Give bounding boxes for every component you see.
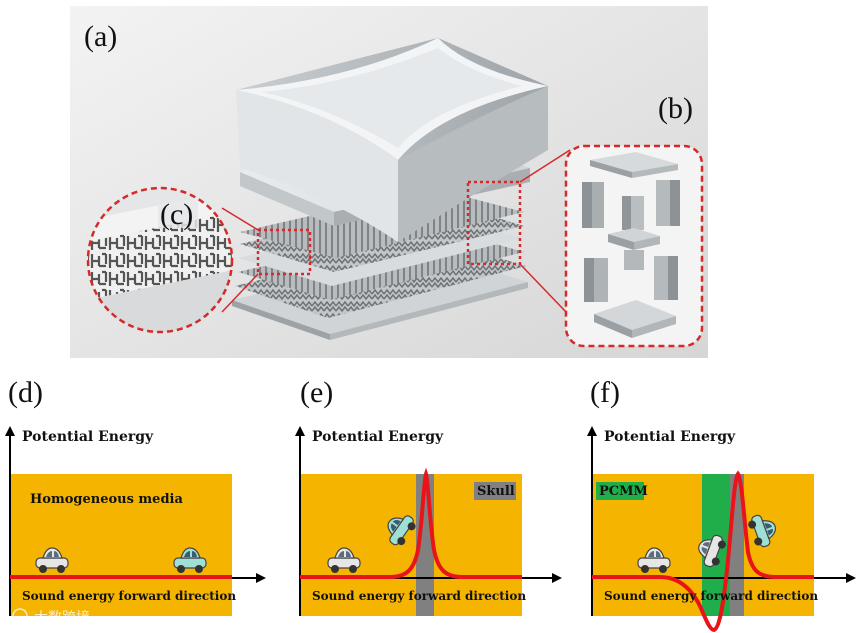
graph-f-axis-title: Potential Energy <box>604 429 736 445</box>
graph-f: (f) Potential Energy PCMM <box>587 376 856 633</box>
car-icon <box>637 547 671 573</box>
graph-d-axis-title: Potential Energy <box>22 429 154 445</box>
zoom-callout-b: (b) <box>519 92 704 348</box>
graph-e: (e) Potential Energy Skull Sound energy … <box>295 376 562 616</box>
graph-e-direction: Sound energy forward direction <box>312 589 526 603</box>
selection-box-b <box>466 180 522 266</box>
graph-d: (d) Potential Energy Homogeneous media S… <box>5 376 266 616</box>
graph-f-direction: Sound energy forward direction <box>604 589 818 603</box>
car-icon <box>327 547 361 573</box>
panel-label-d: (d) <box>8 376 43 409</box>
graph-e-axis-title: Potential Energy <box>312 429 444 445</box>
skull-tag-box <box>474 482 516 500</box>
graph-d-tag: Homogeneous media <box>30 492 183 507</box>
zoom-callout-c: (c) <box>86 186 259 334</box>
graph-f-tag: PCMM <box>599 484 648 499</box>
panel-label-e: (e) <box>300 376 333 409</box>
panel-label-b: (b) <box>658 92 693 125</box>
pcmm-tag-box <box>596 482 644 500</box>
panel-label-f: (f) <box>590 376 620 409</box>
graph-e-energy-line <box>300 467 522 579</box>
panel-label-a: (a) <box>84 20 117 53</box>
car-icon <box>698 534 726 568</box>
render-photo: (c) <box>70 6 708 358</box>
car-icon <box>748 514 777 548</box>
watermark-text: 大数跨境 <box>34 610 90 626</box>
panel-label-c: (c) <box>160 198 193 231</box>
graph-d-direction: Sound energy forward direction <box>22 589 236 603</box>
selection-box-c <box>256 228 312 276</box>
zoom-circle <box>86 186 234 334</box>
car-icon <box>387 515 416 546</box>
watermark-logo-icon <box>12 608 28 624</box>
car-icon <box>35 547 69 573</box>
graph-f-energy-line <box>592 470 814 633</box>
watermark: 大数跨境 <box>12 608 90 626</box>
car-icon <box>173 547 207 573</box>
graph-d-medium <box>10 474 232 616</box>
graph-e-tag: Skull <box>477 484 515 499</box>
